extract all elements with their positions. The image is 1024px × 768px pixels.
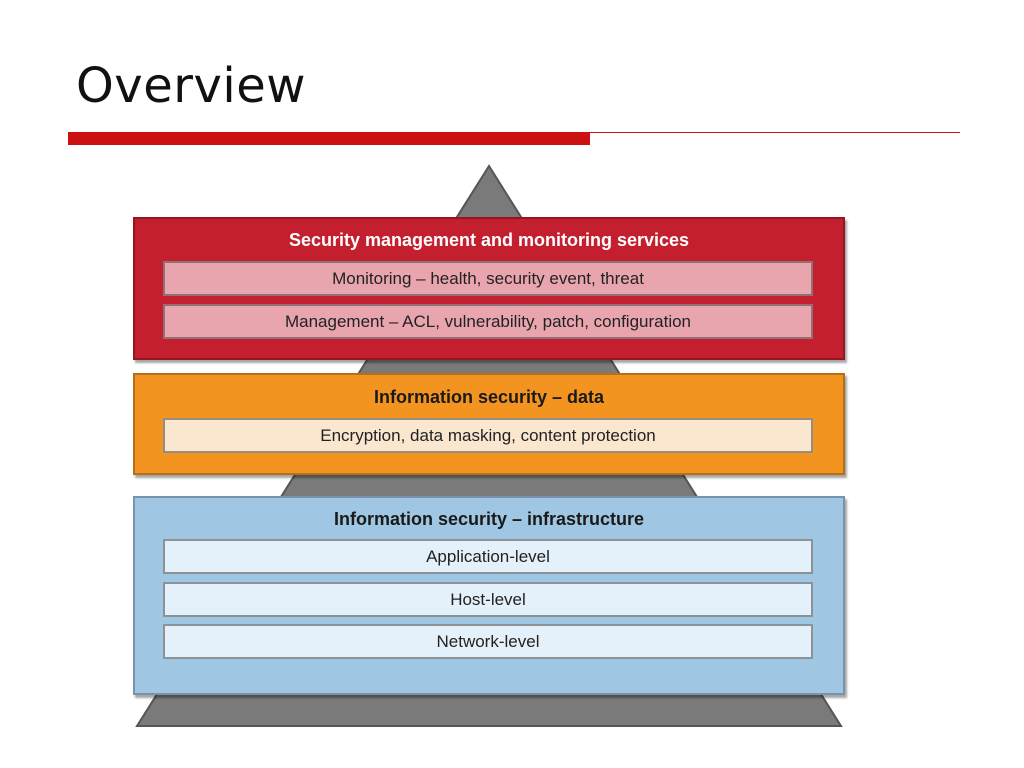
item-monitoring: Monitoring – health, security event, thr… [163,261,813,296]
item-network-level: Network-level [163,624,813,659]
layer-heading-information-security-data: Information security – data [373,387,605,407]
layer-information-security-infrastructure: Information security – infrastructure Ap… [133,496,845,695]
item-management: Management – ACL, vulnerability, patch, … [163,304,813,339]
slide-title: Overview [76,58,306,114]
layer-heading-security-management: Security management and monitoring servi… [288,230,690,250]
layer-information-security-data: Information security – data Encryption, … [133,373,845,475]
title-underline-thin [590,132,960,133]
layer-heading-information-security-infrastructure: Information security – infrastructure [333,509,645,529]
item-host-level: Host-level [163,582,813,617]
item-application-level: Application-level [163,539,813,574]
layer-security-management: Security management and monitoring servi… [133,217,845,360]
item-encryption: Encryption, data masking, content protec… [163,418,813,453]
title-underline-thick [68,132,590,145]
